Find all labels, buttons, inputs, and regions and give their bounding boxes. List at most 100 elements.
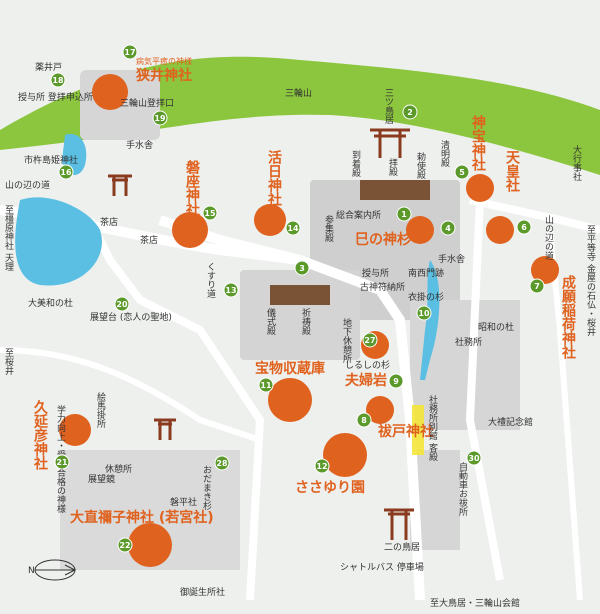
svg-text:N: N [28, 566, 35, 576]
kusuri-michi-label: くすり道 [205, 262, 216, 299]
nanseimon-label: 南西門跡 [408, 267, 444, 279]
number-badge-11 [258, 377, 274, 393]
number-badge-5 [454, 164, 470, 180]
number-badge-label-19: 19 [154, 114, 166, 123]
office-label: 授与所 登拝申込所 [18, 91, 93, 103]
number-badge-label-3: 3 [299, 264, 305, 273]
number-badge-15 [202, 205, 218, 221]
number-badge-label-16: 16 [60, 168, 72, 177]
kyukei-label: 休憩所 [105, 463, 132, 475]
number-badge-6 [516, 219, 532, 235]
harae-label: 祓戸神社 [378, 423, 434, 440]
chokugansho-label: 勅使殿 [415, 152, 426, 180]
kitouden-label: 祈祷殿 [300, 307, 311, 336]
number-badge-27 [362, 332, 378, 348]
sanshuden-label: 参集殿 [323, 214, 334, 243]
seigan-label: 成願稲荷神社 [560, 274, 577, 360]
daigyo-label: 大行事社 [571, 144, 582, 182]
jidosha-label: 自動車お祓所 [457, 461, 468, 517]
number-badge-10 [416, 305, 432, 321]
omiwa-label: 大美和の杜 [28, 297, 73, 309]
mi-no-kamisugi-label: 巳の神杉 [355, 231, 411, 248]
oomiwa-kaikan-label: 至大鳥居・三輪山会館 [430, 597, 520, 609]
number-badge-17 [122, 44, 138, 60]
chaten-label: 茶店 [100, 216, 118, 228]
kuen-label: 久延彦神社 [32, 399, 49, 471]
pond [15, 197, 102, 286]
chaten2-label: 茶店 [140, 234, 158, 246]
yotsu-label: 授与所 [362, 267, 389, 279]
goshugi-label: 御誕生所社 [180, 586, 225, 598]
number-badge-12 [314, 458, 330, 474]
tenno-label: 天皇社 [504, 150, 521, 193]
number-badge-label-15: 15 [204, 209, 216, 218]
number-badge-8 [356, 412, 372, 428]
number-badge-20 [114, 296, 130, 312]
shinmeiden-label: 清明殿 [439, 139, 450, 168]
e-kakedo-label: 絵馬掛所 [95, 391, 106, 429]
showa-label: 昭和の杜 [478, 321, 514, 333]
number-badge-14 [285, 220, 301, 236]
number-badge-label-20: 20 [116, 300, 128, 309]
yamanobe-label-1: 山の辺の道 [5, 179, 50, 191]
number-badge-28 [214, 455, 230, 471]
kashihara-label: 至橿原神社 天理 [3, 205, 14, 271]
sasayuri-label: ささゆり園 [295, 480, 365, 496]
shuttle-label: シャトルバス 停車場 [340, 561, 424, 573]
meoto-label: 夫婦岩 [345, 372, 387, 389]
hoh-label: 宝物収蔵庫 [255, 360, 325, 377]
number-badge-label-22: 22 [119, 541, 130, 550]
temizuya-label: 手水舎 [126, 139, 153, 151]
sogo-label: 総合案内所 [336, 209, 381, 221]
number-badge-label-21: 21 [56, 458, 68, 467]
number-badge-4 [440, 220, 456, 236]
koromo-label: 衣掛の杉 [408, 291, 444, 303]
ikuhi-label: 活日神社 [266, 149, 283, 207]
number-badge-label-8: 8 [361, 416, 367, 425]
tenbou-label: 展望台 (恋人の聖地) [90, 311, 172, 323]
number-badge-2 [402, 104, 418, 120]
shamusho-label: 社務所 [455, 336, 482, 348]
number-badge-18 [50, 72, 66, 88]
number-badge-30 [466, 450, 482, 466]
sai-shrine-label: 狭井神社 [135, 67, 192, 84]
number-badge-21 [54, 454, 70, 470]
ichikishima-label: 市杵島姫神社 [24, 154, 78, 166]
chikakyu-label: 地下休憩所 [341, 317, 352, 364]
number-badge-label-9: 9 [393, 377, 399, 386]
number-badge-label-13: 13 [225, 286, 236, 295]
compass-icon: N [28, 559, 77, 581]
shirushi-label: しるしの杉 [345, 359, 390, 371]
nino-torii-label: 二の鳥居 [384, 541, 420, 553]
number-badge-label-6: 6 [521, 223, 527, 232]
totyakuden-label: 到着殿 [350, 149, 361, 178]
iwakura-label: 磐座神社 [184, 159, 201, 217]
sai-subtitle: 病気平癒の神様 [136, 56, 192, 66]
number-badge-3 [294, 260, 310, 276]
number-badge-label-27: 27 [364, 336, 375, 345]
shamusho-betsu-label: 社務所別館 客殿 [427, 394, 438, 462]
number-badge-13 [223, 282, 239, 298]
mitsu-torii-label: 三ツ鳥居 [383, 88, 394, 125]
wakamiya-label: 大直禰子神社 (若宮社) [70, 509, 214, 526]
number-badge-label-28: 28 [216, 459, 228, 468]
number-badge-1 [396, 206, 412, 222]
number-badge-7 [529, 278, 545, 294]
kotohime-label: 古神符納所 [360, 281, 405, 293]
number-badges: 1234567891011121314151617181920212227283… [50, 44, 545, 553]
daireikinen-label: 大禮記念館 [488, 416, 533, 428]
yamanobe-label-2: 山の辺の道 [543, 215, 554, 261]
number-badge-16 [58, 164, 74, 180]
number-badge-19 [152, 110, 168, 126]
number-badge-9 [388, 373, 404, 389]
tobita-label: 至平等寺 金屋の石仏・桜井 [585, 225, 596, 337]
kanseki-label: 展望鏡 [88, 473, 115, 485]
number-badge-22 [117, 537, 133, 553]
number-badge-label-12: 12 [316, 462, 327, 471]
gishikiden-label: 儀式殿 [265, 307, 276, 336]
number-badge-label-10: 10 [418, 309, 430, 318]
number-badge-label-14: 14 [287, 224, 299, 233]
otamaki-label: おだまき杉 [201, 465, 212, 511]
number-badge-label-1: 1 [401, 210, 407, 219]
